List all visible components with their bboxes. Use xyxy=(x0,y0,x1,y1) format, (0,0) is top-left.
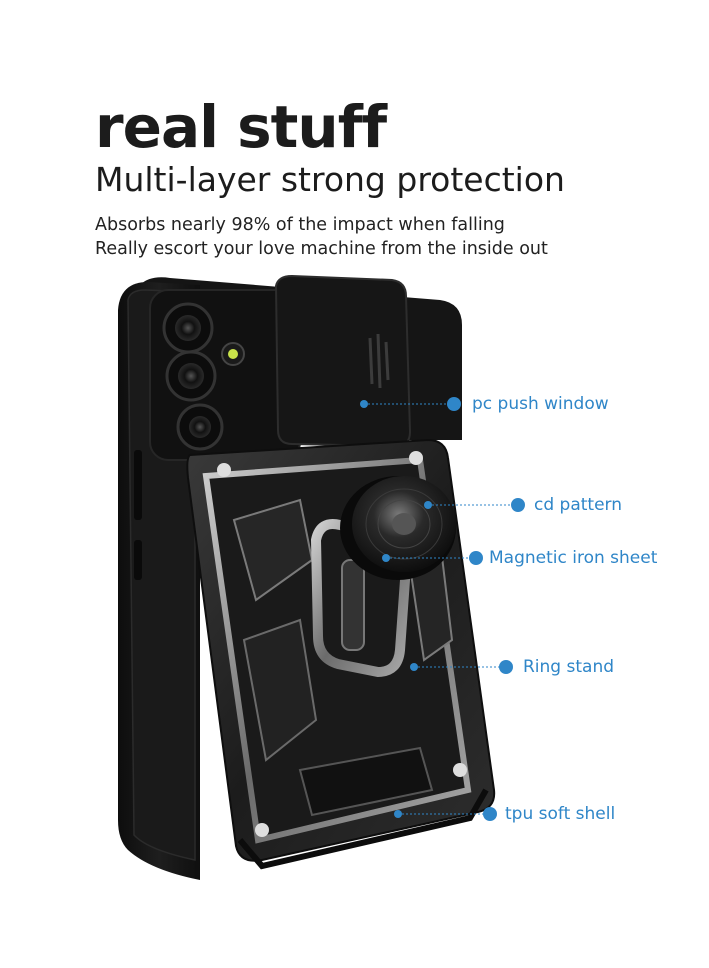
description-line-2: Really escort your love machine from the… xyxy=(95,239,548,259)
pointer-dot xyxy=(394,810,402,818)
callout-dot xyxy=(447,397,461,411)
pointer-dot xyxy=(382,554,390,562)
callout-magnetic-iron-sheet: Magnetic iron sheet xyxy=(489,548,658,568)
callout-dot xyxy=(469,551,483,565)
pointer-dot xyxy=(360,400,368,408)
camera-module xyxy=(149,289,301,461)
pointer-dot xyxy=(410,663,418,671)
magnetic-cd-disk xyxy=(340,476,456,580)
callout-dot xyxy=(511,498,525,512)
pointer-dot xyxy=(424,501,432,509)
headline: real stuff xyxy=(95,93,387,161)
subheadline: Multi-layer strong protection xyxy=(95,160,565,199)
callout-tpu-soft-shell: tpu soft shell xyxy=(505,804,616,824)
callout-pointers xyxy=(364,403,518,815)
callout-dot xyxy=(483,807,497,821)
callout-pc-push-window: pc push window xyxy=(472,394,609,414)
description-line-1: Absorbs nearly 98% of the impact when fa… xyxy=(95,215,505,235)
callout-cd-pattern: cd pattern xyxy=(534,495,623,515)
callout-ring-stand: Ring stand xyxy=(523,657,615,677)
callout-dot xyxy=(499,660,513,674)
push-window-slider xyxy=(274,274,412,448)
